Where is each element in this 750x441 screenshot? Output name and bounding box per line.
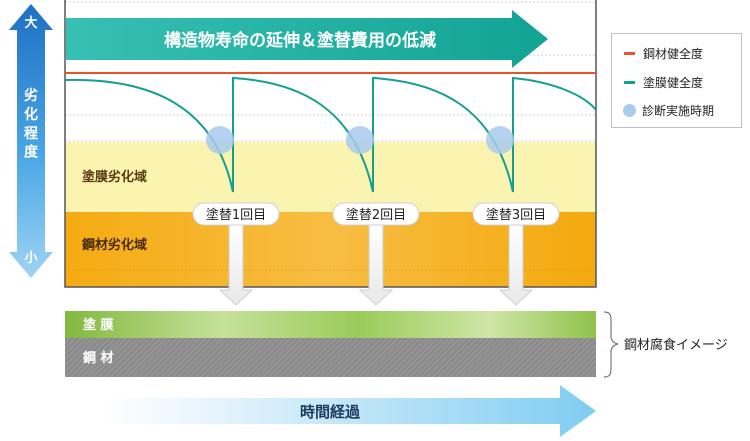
svg-text:塗替3回目: 塗替3回目	[486, 207, 546, 223]
legend-item-steel: 鋼材健全度	[624, 44, 703, 62]
steel-zone-label: 鋼材劣化域	[81, 237, 147, 253]
coating-soundness-curve	[64, 76, 597, 193]
legend-label: 塗膜健全度	[643, 75, 704, 90]
repaint-label-2: 塗替2回目	[332, 202, 420, 226]
banner-arrow	[66, 10, 548, 68]
diagnosis-dot	[206, 126, 234, 154]
coating-line-swatch	[624, 80, 635, 84]
banner-text: 構造物寿命の延伸＆塗替費用の低減	[164, 30, 436, 51]
corrosion-brace	[603, 311, 619, 378]
degree-axis-arrow	[9, 4, 53, 278]
svg-text:塗替1回目: 塗替1回目	[206, 207, 266, 223]
diagnosis-dot	[346, 126, 374, 154]
svg-text:塗替2回目: 塗替2回目	[346, 207, 406, 223]
legend: 鋼材健全度 塗膜健全度 診断実施時期	[611, 33, 742, 128]
legend-label: 診断実施時期	[642, 103, 715, 118]
coating-deterioration-zone	[65, 142, 596, 212]
coating-zone-label: 塗膜劣化域	[82, 169, 147, 185]
diagnosis-dot-swatch	[623, 103, 636, 117]
steel-line-swatch	[624, 51, 635, 55]
time-arrow	[100, 385, 596, 437]
legend-item-diagnosis: 診断実施時期	[623, 101, 715, 119]
coating-bar-label: 塗 膜	[83, 317, 114, 333]
coating-bar	[65, 311, 596, 338]
axis-bottom-label: 小	[24, 251, 37, 266]
repaint-down-arrow	[218, 221, 534, 306]
repaint-label-1: 塗替1回目	[192, 202, 280, 226]
steel-bar	[65, 338, 596, 377]
time-label: 時間経過	[300, 403, 361, 421]
corrosion-image-title: 鋼材腐食イメージ	[624, 337, 728, 353]
axis-top-label: 大	[24, 15, 37, 31]
axis-title: 劣化程度	[24, 87, 39, 161]
diagnosis-dot	[486, 126, 514, 154]
repaint-label-3: 塗替3回目	[472, 202, 560, 226]
legend-item-coating: 塗膜健全度	[624, 73, 703, 91]
steel-bar-label: 鋼 材	[82, 350, 114, 366]
legend-label: 鋼材健全度	[643, 46, 704, 61]
chart-frame	[64, 0, 597, 288]
